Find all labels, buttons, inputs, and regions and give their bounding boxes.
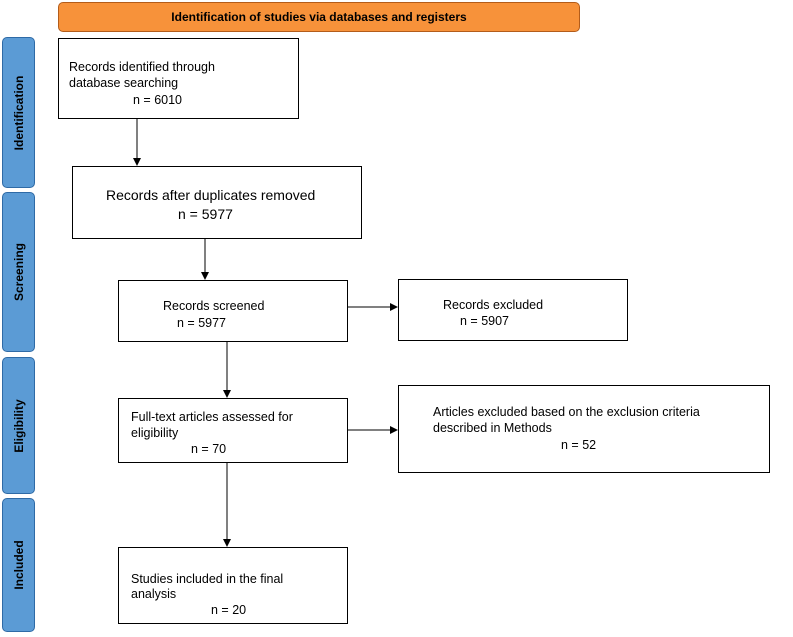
box-fulltext-excluded-count: n = 52 bbox=[561, 438, 597, 452]
box-fulltext-excluded-line2: described in Methods bbox=[433, 421, 552, 435]
header-title: Identification of studies via databases … bbox=[171, 10, 467, 24]
box-records-excluded-count: n = 5907 bbox=[460, 314, 510, 328]
box-fulltext-excluded-line1: Articles excluded based on the exclusion… bbox=[433, 405, 700, 419]
stage-screening: Screening bbox=[2, 192, 35, 352]
stage-eligibility: Eligibility bbox=[2, 357, 35, 494]
stage-included: Included bbox=[2, 498, 35, 632]
box-fulltext-assessed-line1: Full-text articles assessed for bbox=[131, 410, 293, 424]
box-after-duplicates-count: n = 5977 bbox=[178, 206, 233, 222]
stage-identification: Identification bbox=[2, 37, 35, 188]
box-fulltext-assessed-line2: eligibility bbox=[131, 426, 179, 440]
box-records-identified: Records identified through database sear… bbox=[58, 38, 299, 119]
box-records-identified-count: n = 6010 bbox=[133, 93, 183, 107]
box-records-identified-line2: database searching bbox=[69, 76, 179, 90]
box-records-screened-line1: Records screened bbox=[163, 299, 265, 313]
box-records-identified-line1: Records identified through bbox=[69, 60, 215, 74]
box-records-screened-count: n = 5977 bbox=[177, 316, 227, 330]
box-records-excluded-line1: Records excluded bbox=[443, 298, 544, 312]
header-banner: Identification of studies via databases … bbox=[58, 2, 580, 32]
box-records-excluded: Records excluded n = 5907 bbox=[398, 279, 628, 341]
box-fulltext-excluded: Articles excluded based on the exclusion… bbox=[398, 385, 770, 473]
box-fulltext-assessed-count: n = 70 bbox=[191, 442, 227, 456]
box-fulltext-assessed: Full-text articles assessed for eligibil… bbox=[118, 398, 348, 463]
box-after-duplicates: Records after duplicates removed n = 597… bbox=[72, 166, 362, 239]
box-studies-included-count: n = 20 bbox=[211, 603, 247, 617]
box-studies-included: Studies included in the final analysis n… bbox=[118, 547, 348, 624]
box-studies-included-line2: analysis bbox=[131, 587, 177, 601]
box-records-screened: Records screened n = 5977 bbox=[118, 280, 348, 342]
box-studies-included-line1: Studies included in the final bbox=[131, 572, 284, 586]
box-after-duplicates-line1: Records after duplicates removed bbox=[106, 187, 316, 203]
